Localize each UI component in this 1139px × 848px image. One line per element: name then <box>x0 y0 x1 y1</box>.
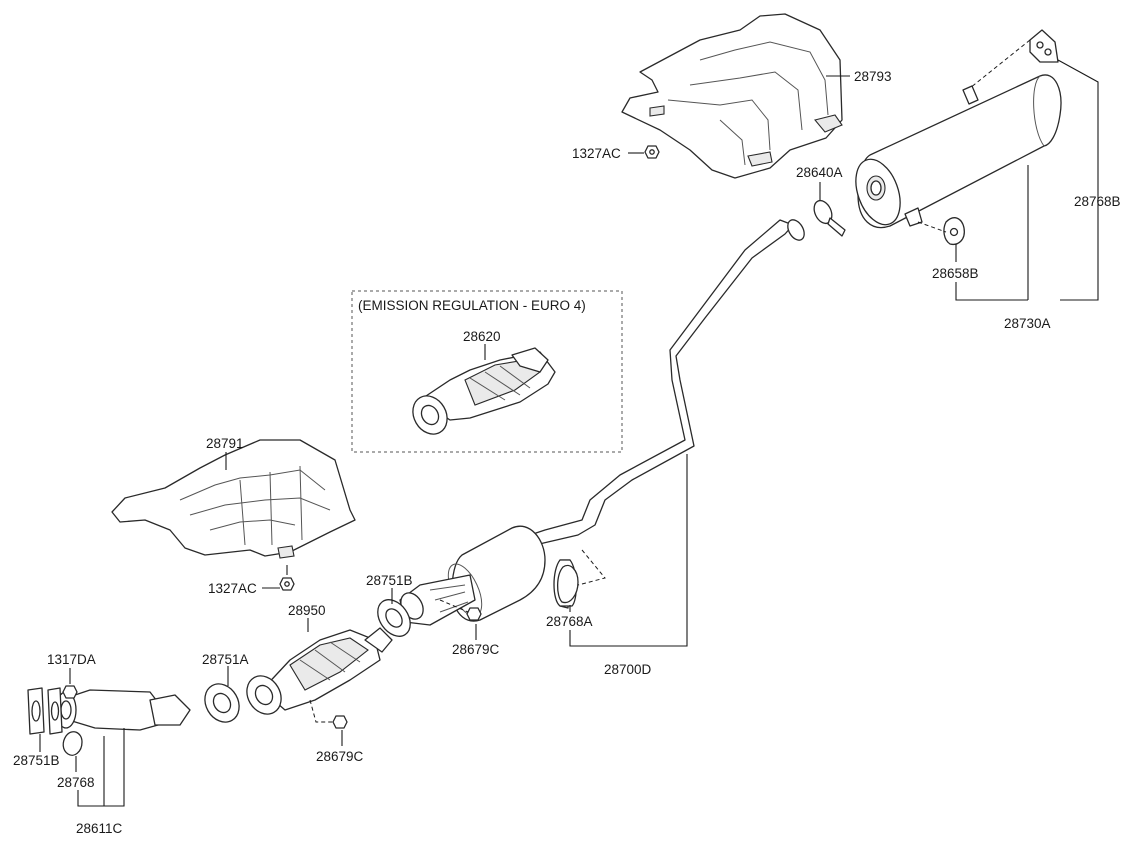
label-28679c-low: 28679C <box>316 749 364 764</box>
center-pipe[interactable] <box>529 217 808 609</box>
rear-muffler[interactable] <box>848 74 1062 231</box>
hanger-28768a[interactable] <box>556 564 579 604</box>
label-28751b-mid: 28751B <box>366 573 413 588</box>
catalytic-converter-28950[interactable] <box>240 627 393 720</box>
heat-shield-upper[interactable] <box>621 13 843 179</box>
label-28751b-low: 28751B <box>13 753 60 768</box>
label-28751a: 28751A <box>202 652 249 667</box>
nut-28679c-low[interactable] <box>332 715 348 729</box>
clamp-28640a[interactable] <box>811 198 846 237</box>
center-resonator[interactable] <box>396 525 546 626</box>
label-28768a: 28768A <box>546 614 593 629</box>
catalytic-converter-euro4[interactable] <box>406 347 556 440</box>
rubber-hanger-28658b[interactable] <box>943 217 965 246</box>
gasket-flange-front[interactable] <box>47 687 63 735</box>
label-28730a: 28730A <box>1004 316 1051 331</box>
label-28700d: 28700D <box>604 662 652 677</box>
label-28611c: 28611C <box>76 821 123 836</box>
leader-lines <box>39 39 1099 807</box>
label-1327ac-top: 1327AC <box>572 146 621 161</box>
heat-shield-front[interactable] <box>111 439 356 559</box>
front-pipe[interactable] <box>55 689 191 731</box>
label-28658b: 28658B <box>932 266 979 281</box>
gasket-28751a[interactable] <box>198 678 246 729</box>
gasket-28751b-low[interactable] <box>27 687 45 735</box>
label-28793: 28793 <box>854 69 892 84</box>
label-28791: 28791 <box>206 436 244 451</box>
label-1327ac-mid: 1327AC <box>208 581 257 596</box>
rubber-hanger-28768b[interactable] <box>1029 29 1059 63</box>
label-28768: 28768 <box>57 775 95 790</box>
label-28620: 28620 <box>463 329 501 344</box>
nut-1327ac-top[interactable] <box>644 145 660 159</box>
label-28950: 28950 <box>288 603 326 618</box>
label-28679c-mid: 28679C <box>452 642 500 657</box>
label-1317da: 1317DA <box>47 652 96 667</box>
label-28640a: 28640A <box>796 165 843 180</box>
gasket-28751b-mid[interactable] <box>371 594 417 643</box>
euro4-region-frame <box>351 290 623 453</box>
label-28768b: 28768B <box>1074 194 1121 209</box>
bolt-1317da[interactable] <box>62 685 78 699</box>
nut-1327ac-mid[interactable] <box>279 577 295 591</box>
label-euro4-region: (EMISSION REGULATION - EURO 4) <box>358 298 586 313</box>
nut-28679c-mid[interactable] <box>466 607 482 621</box>
hanger-28768[interactable] <box>62 731 83 756</box>
